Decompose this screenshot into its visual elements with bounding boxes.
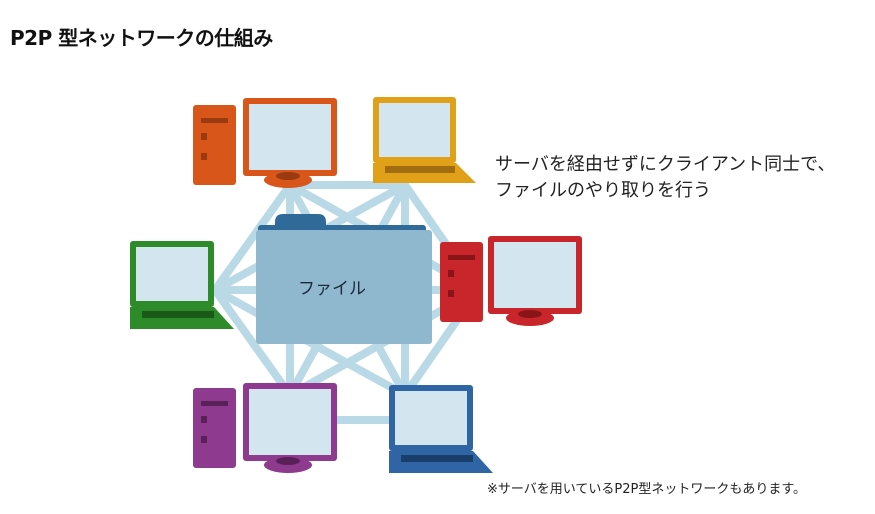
page-title: P2P 型ネットワークの仕組み (10, 26, 273, 50)
description-line: サーバを経由せずにクライアント同士で、 (495, 154, 836, 175)
link (211, 181, 294, 294)
description-line: ファイルのやり取りを行う (495, 180, 711, 201)
folder-icon (256, 214, 432, 344)
desktop-computer-icon (193, 383, 337, 473)
laptop-icon (373, 97, 476, 183)
laptop-icon (130, 241, 234, 329)
description: サーバを経由せずにクライアント同士で、 ファイルのやり取りを行う (495, 152, 835, 204)
link (211, 286, 294, 399)
file-label: ファイル (298, 279, 366, 299)
footnote: ※サーバを用いているP2P型ネットワークもあります。 (487, 482, 807, 497)
laptop-icon (389, 385, 493, 473)
desktop-computer-icon (193, 98, 337, 188)
desktop-computer-icon (440, 236, 582, 326)
